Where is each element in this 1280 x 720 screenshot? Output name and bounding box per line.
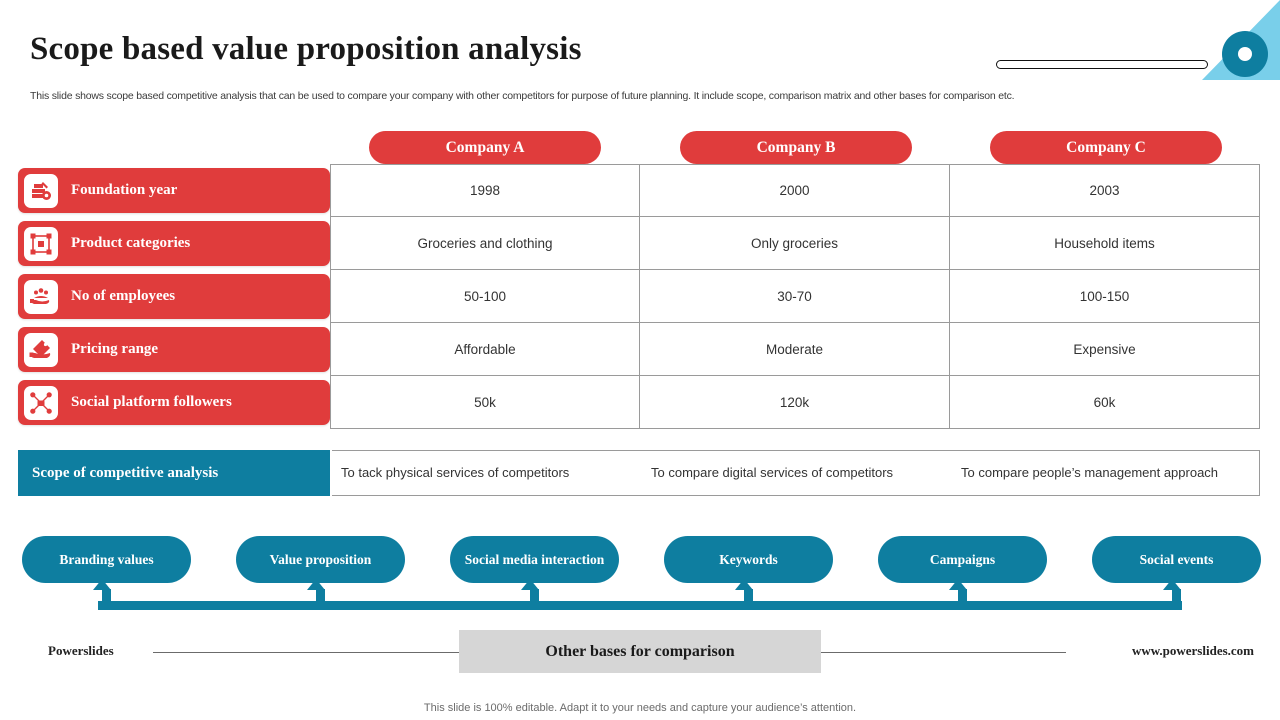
row-label-text: Pricing range: [71, 341, 159, 357]
page-subtitle: This slide shows scope based competitive…: [30, 90, 1015, 102]
base-pill-social-events[interactable]: Social events: [1092, 536, 1261, 583]
base-pill-keywords[interactable]: Keywords: [664, 536, 833, 583]
editable-note: This slide is 100% editable. Adapt it to…: [423, 702, 857, 714]
table-cell: Household items: [950, 217, 1260, 270]
arrow-stem-6: [1172, 589, 1181, 607]
table-cell: Groceries and clothing: [330, 217, 640, 270]
table-cell: Only groceries: [640, 217, 950, 270]
ring-decoration-icon: [1222, 31, 1268, 77]
row-label-text: Social platform followers: [71, 394, 232, 410]
page-title: Scope based value proposition analysis: [30, 31, 582, 67]
base-pill-campaigns[interactable]: Campaigns: [878, 536, 1047, 583]
arrow-head-4-icon: [735, 579, 753, 590]
base-pill-branding-values[interactable]: Branding values: [22, 536, 191, 583]
column-header-company-b: Company B: [680, 131, 912, 164]
row-label-foundation-year: Foundation year: [18, 168, 330, 213]
table-cell: 120k: [640, 376, 950, 429]
table-cell: 2000: [640, 164, 950, 217]
connector-bar: [98, 601, 1182, 610]
footer-brand: Powerslides: [48, 643, 114, 658]
scope-value-company-a: To tack physical services of competitors: [332, 450, 642, 496]
table-cell: Expensive: [950, 323, 1260, 376]
table-cell: 2003: [950, 164, 1260, 217]
base-pill-social-media-interaction[interactable]: Social media interaction: [450, 536, 619, 583]
table-cell: 50k: [330, 376, 640, 429]
arrow-stem-3: [530, 589, 539, 607]
arrow-stem-1: [102, 589, 111, 607]
other-bases-caption: Other bases for comparison: [459, 630, 821, 673]
scope-value-company-c: To compare people’s management approach: [952, 450, 1260, 496]
column-header-company-a: Company A: [369, 131, 601, 164]
row-label-social-platform-followers: Social platform followers: [18, 380, 330, 425]
scope-row-right-border: [1259, 450, 1260, 496]
footer-url: www.powerslides.com: [1131, 643, 1254, 658]
footer-divider-left: [153, 652, 461, 653]
column-header-company-c: Company C: [990, 131, 1222, 164]
product-network-icon: [24, 226, 58, 261]
row-label-text: No of employees: [71, 288, 176, 304]
row-label-text: Product categories: [71, 235, 191, 251]
table-cell: 60k: [950, 376, 1260, 429]
arrow-stem-4: [744, 589, 753, 607]
table-cell: 50-100: [330, 270, 640, 323]
row-label-no-of-employees: No of employees: [18, 274, 330, 319]
hand-people-icon: [24, 279, 58, 314]
table-cell: 1998: [330, 164, 640, 217]
row-label-text: Foundation year: [71, 182, 178, 198]
arrow-head-2-icon: [307, 579, 325, 590]
table-cell: 30-70: [640, 270, 950, 323]
scope-value-company-b: To compare digital services of competito…: [642, 450, 952, 496]
arrow-head-1-icon: [93, 579, 111, 590]
scope-row-label: Scope of competitive analysis: [18, 450, 330, 496]
row-label-product-categories: Product categories: [18, 221, 330, 266]
foundation-building-icon: [24, 173, 58, 208]
hand-price-tag-icon: [24, 332, 58, 367]
footer-divider-right: [821, 652, 1066, 653]
base-pill-value-proposition[interactable]: Value proposition: [236, 536, 405, 583]
table-cell: 100-150: [950, 270, 1260, 323]
table-cell: Moderate: [640, 323, 950, 376]
arrow-stem-2: [316, 589, 325, 607]
arrow-head-6-icon: [1163, 579, 1181, 590]
arrow-head-3-icon: [521, 579, 539, 590]
comparison-table: 1998 2000 2003 Groceries and clothing On…: [330, 164, 1260, 432]
table-cell: Affordable: [330, 323, 640, 376]
social-network-icon: [24, 385, 58, 420]
arrow-head-5-icon: [949, 579, 967, 590]
pill-line-decoration-icon: [996, 60, 1208, 69]
row-label-pricing-range: Pricing range: [18, 327, 330, 372]
arrow-stem-5: [958, 589, 967, 607]
